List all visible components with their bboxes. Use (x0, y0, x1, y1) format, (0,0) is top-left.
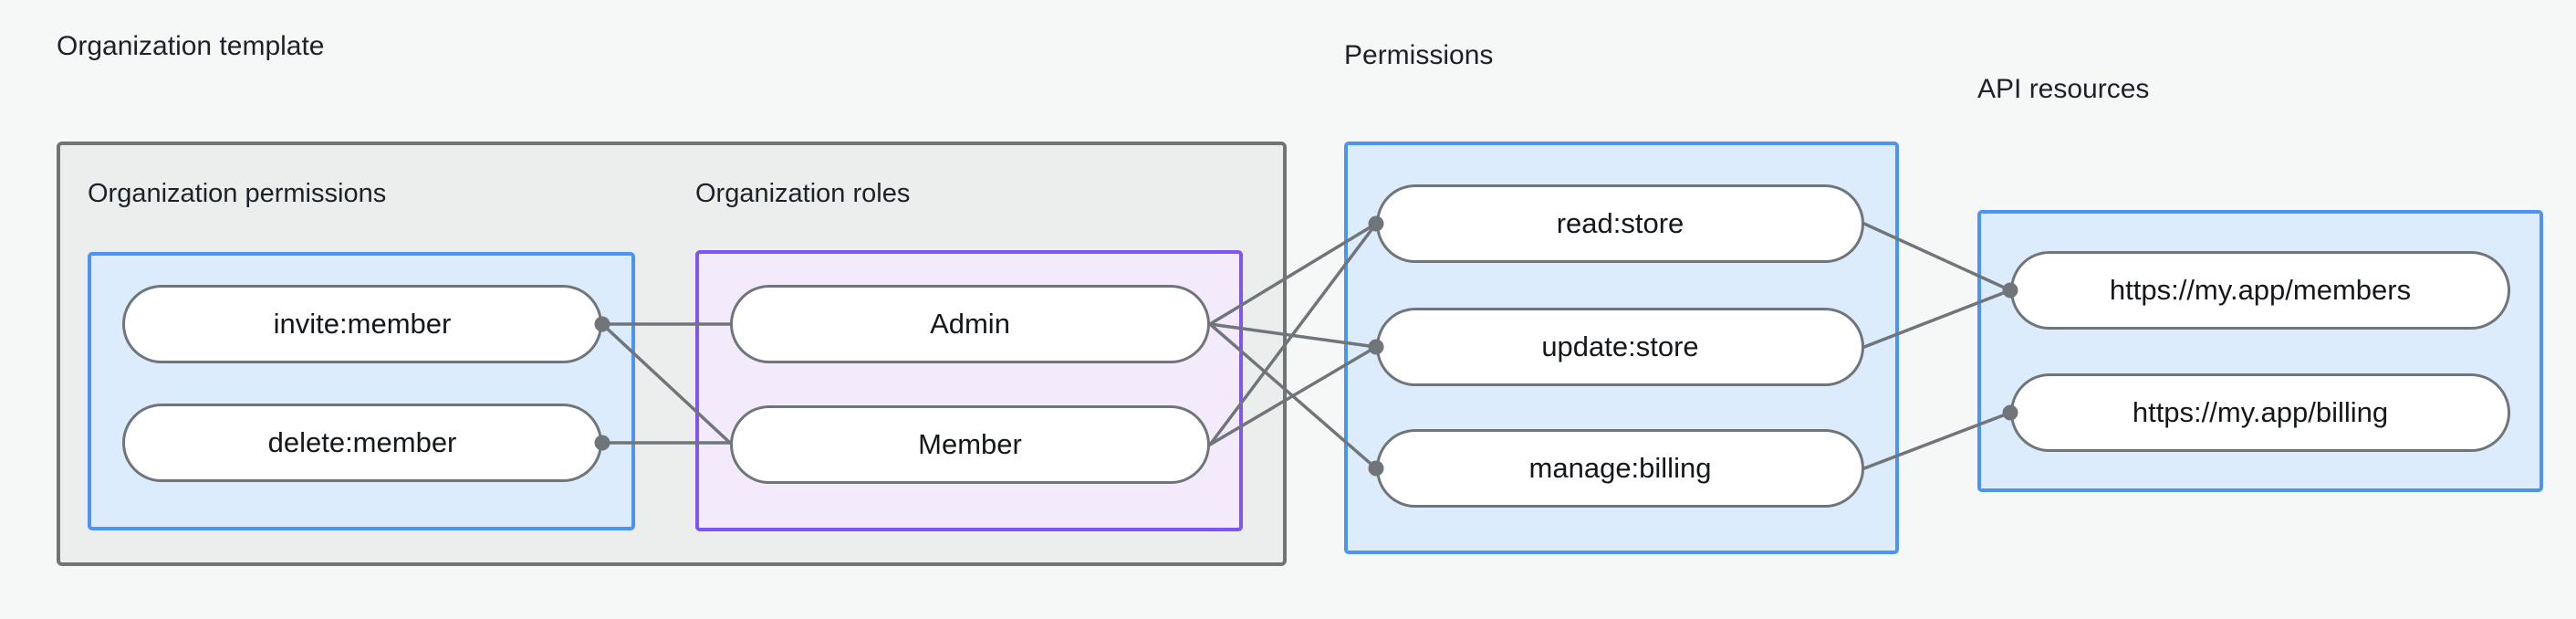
node-permission-manage-billing[interactable]: manage:billing (1376, 429, 1864, 508)
node-api-resource-billing[interactable]: https://my.app/billing (2010, 373, 2510, 452)
node-delete-member[interactable]: delete:member (122, 404, 602, 482)
connector-dot-read-store (1368, 215, 1384, 232)
node-api-resource-members[interactable]: https://my.app/members (2010, 251, 2510, 330)
connector-dot-manage-billing (1368, 460, 1384, 477)
connector-dot-billing-url (2002, 404, 2018, 421)
subgroup-title-organization-permissions: Organization permissions (88, 179, 387, 208)
connector-dot-invite-member (594, 316, 610, 332)
node-permission-update-store[interactable]: update:store (1376, 308, 1864, 386)
node-role-member[interactable]: Member (730, 405, 1210, 484)
node-permission-read-store[interactable]: read:store (1376, 184, 1864, 263)
connector-dot-delete-member (594, 435, 610, 451)
group-title-api-resources: API resources (1977, 74, 2150, 104)
node-invite-member[interactable]: invite:member (122, 285, 602, 363)
group-title-organization-template: Organization template (57, 31, 325, 61)
connector-dot-members-url (2002, 282, 2018, 299)
subgroup-title-organization-roles: Organization roles (695, 179, 911, 208)
connector-dot-update-store (1368, 339, 1384, 355)
group-title-permissions: Permissions (1344, 40, 1494, 70)
node-role-admin[interactable]: Admin (730, 285, 1210, 363)
